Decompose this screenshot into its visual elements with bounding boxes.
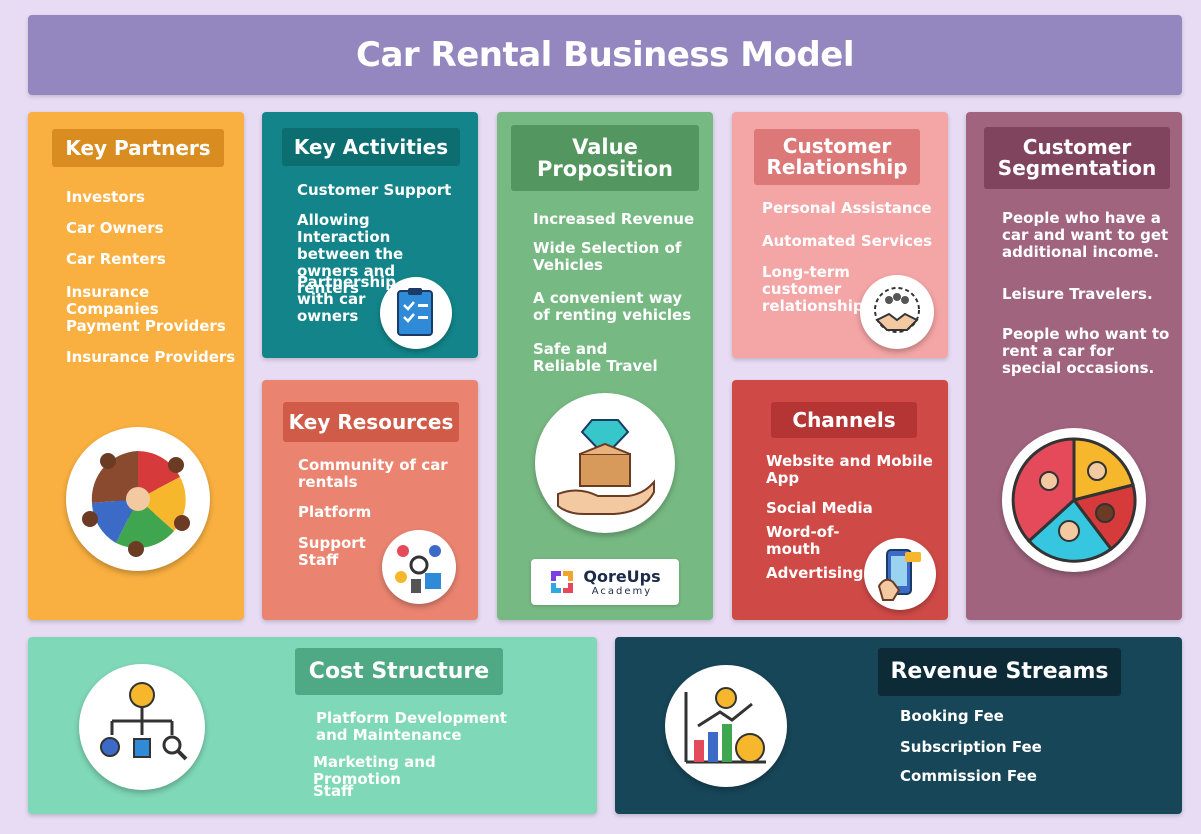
cost-hierarchy-icon: [79, 664, 205, 790]
diamond-box-hand-icon: [535, 393, 675, 533]
key-resources-item: Support Staff: [298, 534, 366, 569]
channels-title: Channels: [771, 402, 917, 438]
qoreups-logo-icon: [551, 571, 574, 593]
key-partners-panel: Key Partners Investors Car Owners Car Re…: [28, 112, 244, 620]
customer-relationship-item: Long-term customer relationship: [762, 263, 864, 315]
teamwork-hands-icon: [66, 427, 210, 571]
customer-relationship-item: Personal Assistance: [762, 199, 932, 217]
value-proposition-item: A convenient way of renting vehicles: [533, 289, 692, 324]
checklist-icon: [380, 277, 452, 349]
handshake-icon: [860, 275, 934, 349]
logo-subtitle: Academy: [591, 586, 653, 597]
value-proposition-item: Increased Revenue: [533, 210, 695, 228]
revenue-streams-panel: Revenue Streams Booking Fee Subscription…: [615, 637, 1182, 814]
customer-relationship-title: Customer Relationship: [754, 129, 920, 185]
key-partners-item: Insurance Companies: [66, 283, 159, 318]
customer-segmentation-item: People who have a car and want to get ad…: [1002, 209, 1169, 261]
key-activities-panel: Key Activities Customer Support Allowing…: [262, 112, 478, 358]
channels-item: Social Media: [766, 499, 873, 517]
key-partners-item: Car Owners: [66, 219, 164, 237]
mobile-app-icon: [864, 538, 936, 610]
key-resources-item: Platform: [298, 503, 372, 521]
resources-icon: [382, 530, 456, 604]
key-activities-title: Key Activities: [282, 128, 460, 166]
cost-structure-title: Cost Structure: [295, 648, 503, 695]
qoreups-logo: QoreUps Academy: [531, 559, 679, 605]
cost-structure-item: Platform Development and Maintenance: [316, 709, 507, 744]
value-proposition-item: Wide Selection of Vehicles: [533, 239, 682, 274]
key-resources-panel: Key Resources Community of car rentals P…: [262, 380, 478, 620]
key-partners-item: Car Renters: [66, 250, 166, 268]
value-proposition-item: Safe and Reliable Travel: [533, 340, 658, 375]
page-title: Car Rental Business Model: [356, 35, 854, 75]
key-partners-item: Investors: [66, 188, 145, 206]
key-resources-title: Key Resources: [283, 402, 459, 442]
value-proposition-panel: Value Proposition Increased Revenue Wide…: [497, 112, 713, 620]
customer-segmentation-panel: Customer Segmentation People who have a …: [966, 112, 1182, 620]
key-partners-title: Key Partners: [52, 129, 224, 167]
cost-structure-item: Marketing and Promotion: [313, 753, 436, 788]
customer-segmentation-title: Customer Segmentation: [984, 127, 1170, 189]
key-partners-item: Insurance Providers: [66, 348, 236, 366]
logo-name: QoreUps: [583, 567, 661, 586]
channels-item: Advertising: [766, 564, 864, 582]
channels-item: Website and Mobile App: [766, 452, 933, 487]
value-proposition-title: Value Proposition: [511, 125, 699, 191]
revenue-growth-icon: [665, 665, 787, 787]
cost-structure-item: Staff: [313, 782, 354, 800]
revenue-streams-title: Revenue Streams: [878, 648, 1121, 696]
key-activities-item: Partnership with car owners: [297, 273, 397, 325]
channels-panel: Channels Website and Mobile App Social M…: [732, 380, 948, 620]
segmentation-pie-icon: [1002, 428, 1146, 572]
customer-segmentation-item: People who want to rent a car for specia…: [1002, 325, 1170, 377]
customer-segmentation-item: Leisure Travelers.: [1002, 285, 1153, 303]
revenue-streams-item: Subscription Fee: [900, 738, 1042, 756]
key-partners-item: Payment Providers: [66, 317, 226, 335]
customer-relationship-panel: Customer Relationship Personal Assistanc…: [732, 112, 948, 358]
customer-relationship-item: Automated Services: [762, 232, 933, 250]
title-banner: Car Rental Business Model: [28, 15, 1182, 95]
channels-item: Word-of-mouth: [766, 523, 840, 558]
cost-structure-panel: Cost Structure Platform Development and …: [28, 637, 597, 814]
key-activities-item: Allowing Interaction between the owners …: [297, 211, 404, 297]
revenue-streams-item: Booking Fee: [900, 707, 1004, 725]
revenue-streams-item: Commission Fee: [900, 767, 1037, 785]
key-resources-item: Community of car rentals: [298, 456, 448, 491]
key-activities-item: Customer Support: [297, 181, 452, 199]
